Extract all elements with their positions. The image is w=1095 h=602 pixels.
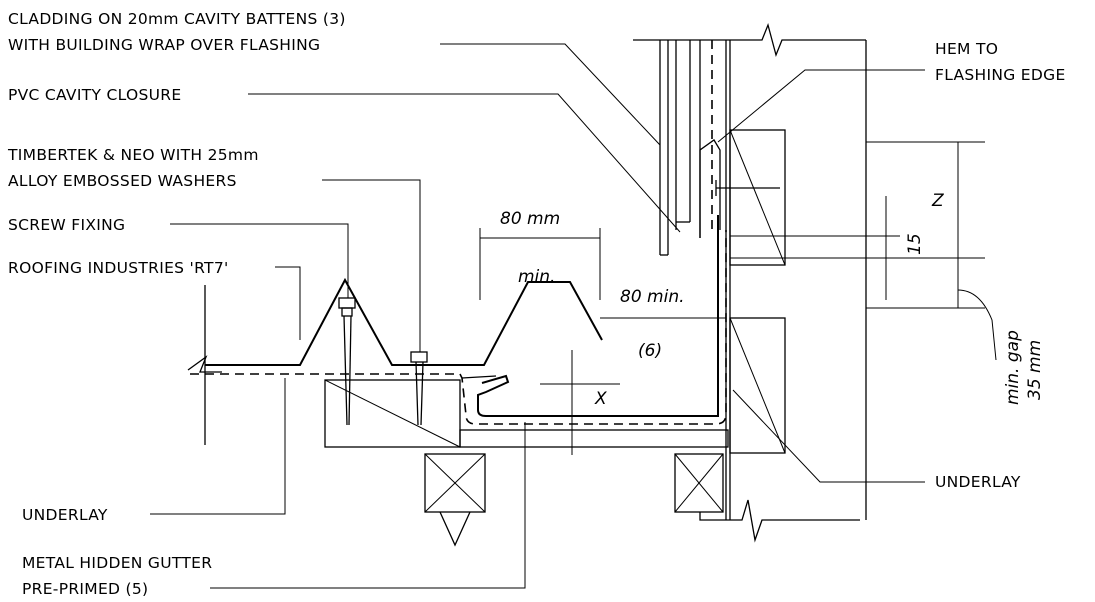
cladding-label-line2: WITH BUILDING WRAP OVER FLASHING [8, 36, 320, 54]
cladding-label-line1: CLADDING ON 20mm CAVITY BATTENS (3) [8, 10, 346, 28]
gutter-label-line2: PRE-PRIMED (5) [22, 580, 148, 598]
dimension-lines [479, 141, 997, 455]
rib-spacing-min-note: min. [518, 267, 555, 287]
screw-fixing-label: SCREW FIXING [8, 216, 125, 234]
pvc-closure-label: PVC CAVITY CLOSURE [8, 86, 181, 104]
x-dimension: X [594, 389, 607, 409]
hidden-gutter [461, 215, 719, 417]
underlay-left-label: UNDERLAY [22, 506, 108, 524]
hem-label-line2: FLASHING EDGE [935, 66, 1066, 84]
hem-label-line1: HEM TO [935, 40, 998, 58]
wall-studs [729, 129, 786, 454]
timber-purlin [324, 297, 729, 448]
gap-dimension-line1: min. gap [1003, 330, 1023, 405]
leader-lines [150, 43, 925, 589]
note-6: (6) [638, 341, 662, 361]
rib-spacing-dimension: 80 mm [500, 209, 560, 229]
timbertek-label-line1: TIMBERTEK & NEO WITH 25mm [7, 146, 259, 164]
underlay-right-label: UNDERLAY [935, 473, 1021, 491]
upstand-dimension: 80 min. [620, 287, 685, 307]
rafters [424, 453, 860, 547]
gap-dimension-line2: 35 mm [1025, 340, 1045, 400]
roofing-sheet [187, 277, 603, 445]
z-dimension: Z [931, 191, 944, 211]
fifteen-dimension: 15 [905, 233, 925, 255]
wall-cladding [633, 22, 867, 520]
roofing-label: ROOFING INDUSTRIES 'RT7' [8, 259, 229, 277]
gutter-label-line1: METAL HIDDEN GUTTER [22, 554, 212, 572]
underlay-dashed-line [190, 230, 727, 425]
timbertek-label-line2: ALLOY EMBOSSED WASHERS [8, 172, 237, 190]
